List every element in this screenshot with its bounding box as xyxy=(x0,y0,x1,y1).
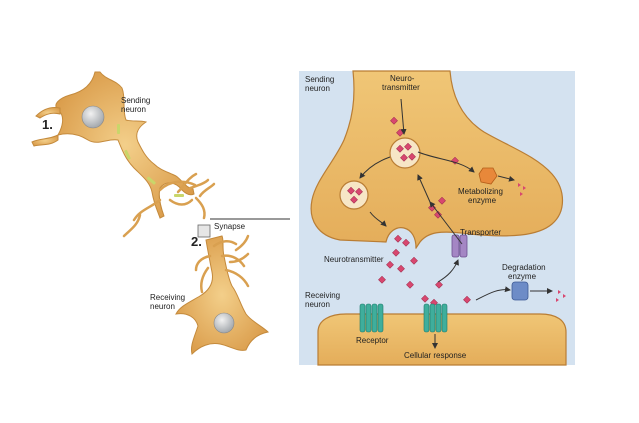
right-sending-label-1: Sending xyxy=(305,75,334,84)
right-panel: Sending neuron Neuro- transmitter Metabo… xyxy=(299,70,575,366)
marker-2: 2. xyxy=(191,234,202,249)
synapse-label: Synapse xyxy=(214,222,246,231)
metabolizing-enzyme-label-1: Metabolizing xyxy=(458,187,503,196)
receiving-neuron-illustration xyxy=(175,235,270,355)
sending-axon xyxy=(122,172,216,238)
metabolizing-enzyme-label-2: enzyme xyxy=(468,196,497,205)
presynaptic-terminal xyxy=(310,70,564,250)
vesicle-molecules xyxy=(347,142,416,204)
receptor-1 xyxy=(359,303,384,333)
transporter-shape xyxy=(451,234,468,258)
degradation-enzyme-label-2: enzyme xyxy=(508,272,537,281)
receptor-label: Receptor xyxy=(356,336,389,345)
vesicles xyxy=(339,137,421,210)
neurotransmitter-mid-label: Neurotransmitter xyxy=(324,255,384,264)
sending-neuron-illustration xyxy=(31,71,195,219)
process-arrows xyxy=(359,98,553,349)
receptors xyxy=(359,303,448,333)
right-sending-label-2: neuron xyxy=(305,84,330,93)
left-sending-label-1: Sending xyxy=(121,96,150,105)
degradation-enzyme-label-1: Degradation xyxy=(502,263,546,272)
degraded-fragments xyxy=(518,183,566,302)
receiving-nucleus xyxy=(213,312,235,334)
receiving-dendrites xyxy=(194,234,250,294)
marker-1: 1. xyxy=(42,117,53,132)
left-receiving-label-2: neuron xyxy=(150,302,175,311)
degradation-enzyme-shape xyxy=(511,281,529,301)
cellular-response-label: Cellular response xyxy=(404,351,467,360)
sending-nucleus xyxy=(81,105,105,129)
left-panel: Sending neuron 1. Synapse 2. Receiving n… xyxy=(31,71,290,355)
neurotransmitter-top-label-1: Neuro- xyxy=(390,74,415,83)
synapse-box xyxy=(197,224,211,238)
transporter-label: Transporter xyxy=(460,228,501,237)
neurotransmitter-top-label-2: transmitter xyxy=(382,83,420,92)
left-sending-label-2: neuron xyxy=(121,105,146,114)
free-neurotransmitters xyxy=(378,116,471,307)
metabolizing-enzyme-shape xyxy=(478,167,498,185)
receptor-2 xyxy=(423,303,448,333)
right-receiving-label-1: Receiving xyxy=(305,291,340,300)
left-receiving-label-1: Receiving xyxy=(150,293,185,302)
right-receiving-label-2: neuron xyxy=(305,300,330,309)
